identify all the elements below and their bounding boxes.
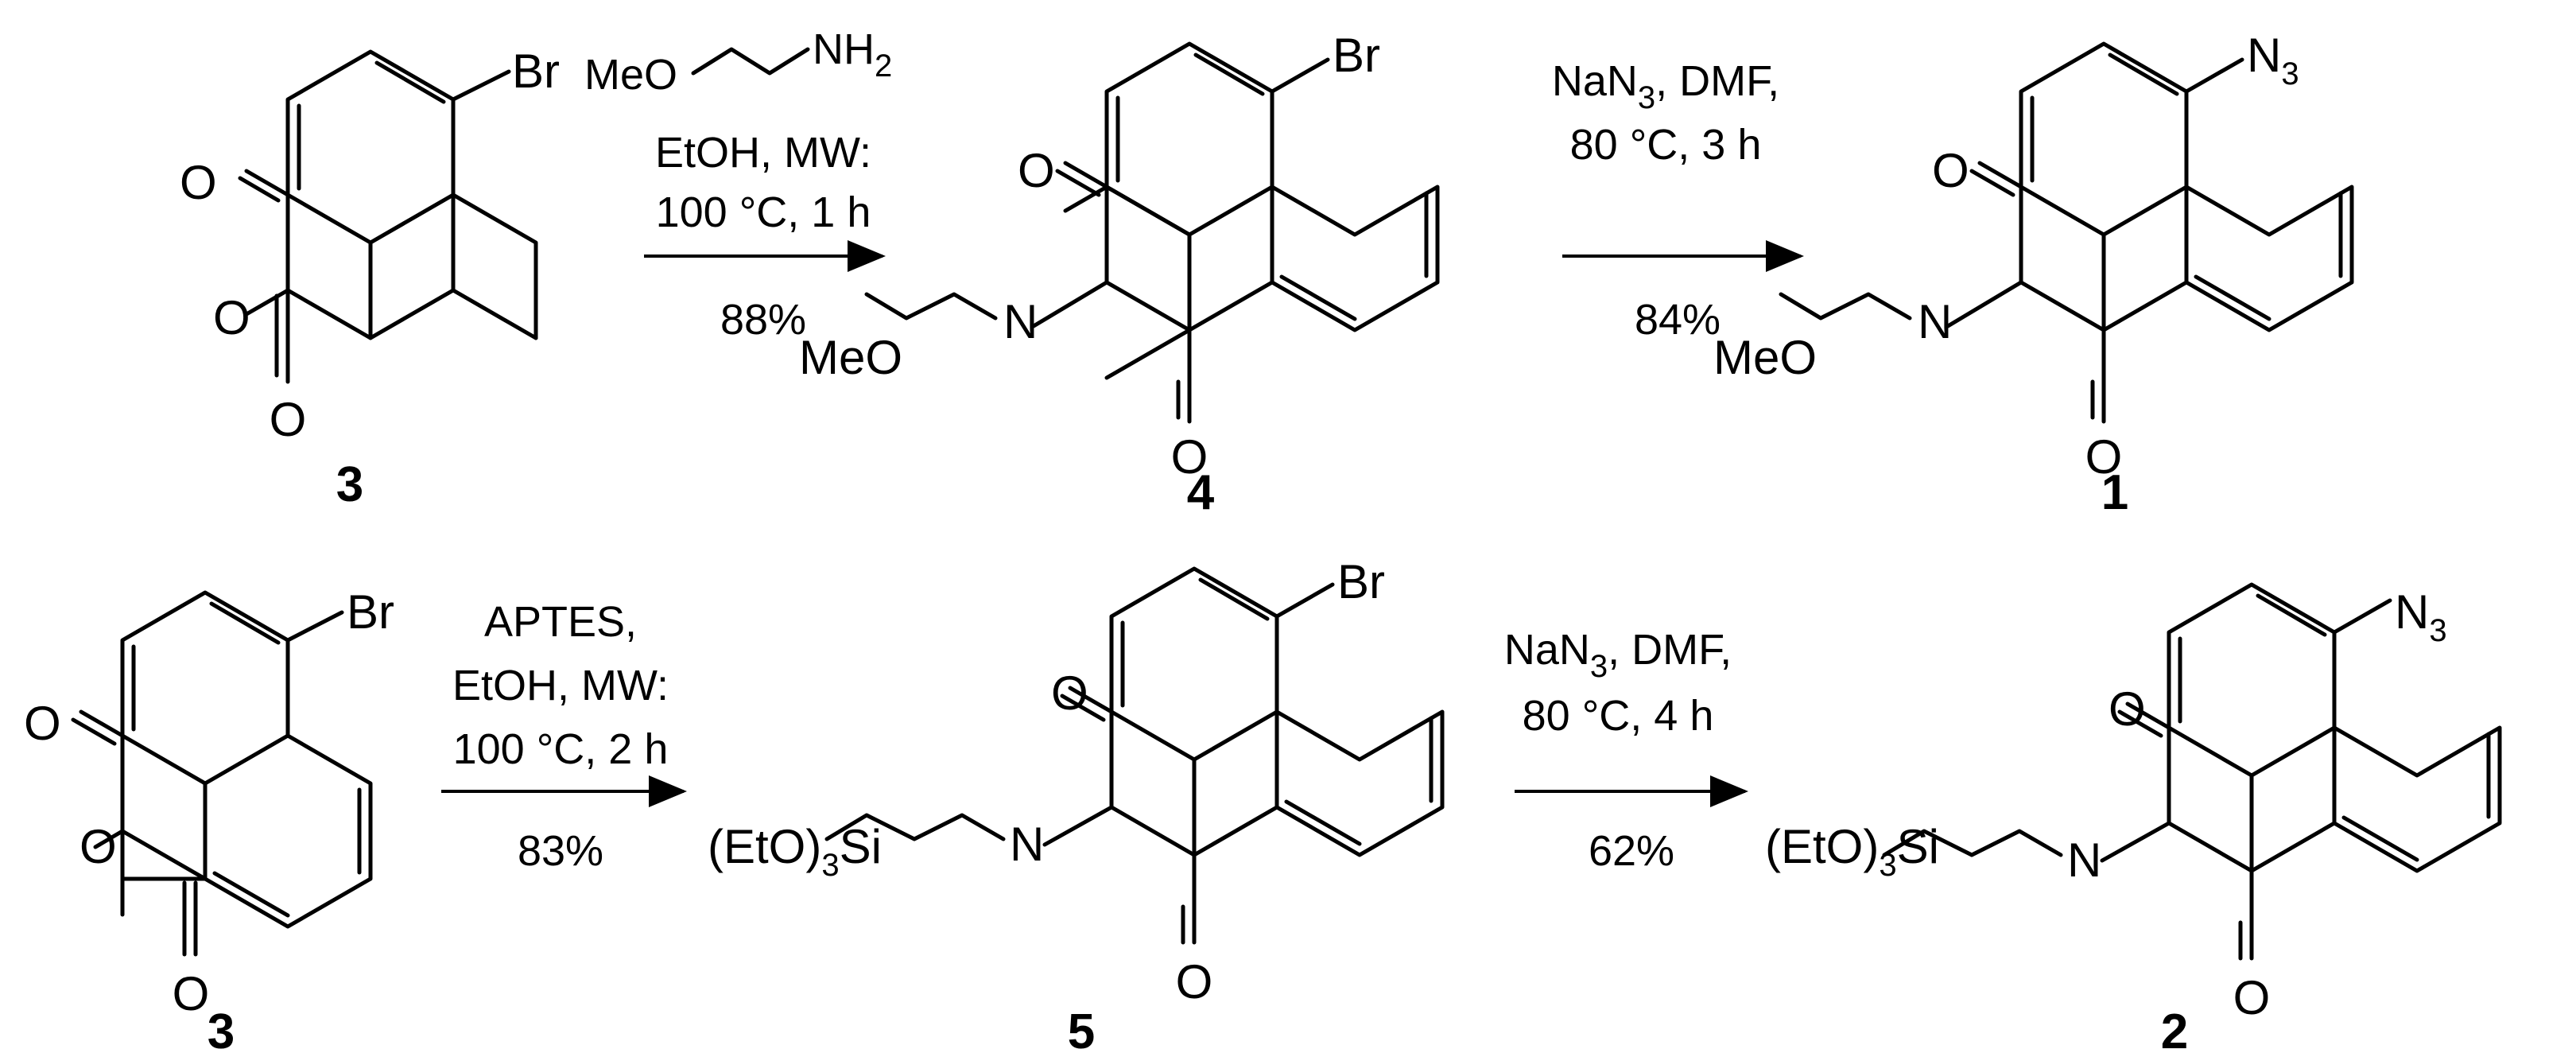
- condition-reagent: NaN3, DMF,: [1552, 57, 1779, 115]
- reaction-4: NaN3, DMF, 80 °C, 4 h 62%: [1504, 626, 1748, 875]
- reagent-amine: NH2: [813, 25, 892, 84]
- condition-reagent: NaN3, DMF,: [1504, 626, 1732, 684]
- compound-number: 3: [208, 1004, 235, 1053]
- yield-label: 88%: [720, 296, 806, 344]
- condition-temperature: 100 °C, 2 h: [453, 725, 669, 773]
- carbonyl-oxygen-bottom: O: [270, 393, 307, 446]
- compound-4: Br O N O MeO 4: [799, 29, 1440, 520]
- bromine-label: Br: [1333, 29, 1380, 82]
- condition-temperature: 80 °C, 4 h: [1523, 692, 1714, 740]
- ring-oxygen: O: [80, 820, 117, 873]
- methoxy-label: MeO: [799, 331, 902, 384]
- ring-oxygen: O: [213, 291, 250, 344]
- compound-3-top: Br O O O 3: [180, 45, 560, 512]
- imide-nitrogen: N: [1918, 295, 1952, 348]
- condition-temperature: 100 °C, 1 h: [656, 188, 871, 236]
- yield-label: 62%: [1589, 827, 1674, 875]
- compound-2: N3 O N O (EtO)3Si 2: [1765, 582, 2502, 1053]
- azide-label: N3: [2247, 29, 2299, 91]
- carbonyl-oxygen-top: O: [24, 697, 61, 750]
- condition-temperature: 80 °C, 3 h: [1570, 121, 1762, 169]
- carbonyl-oxygen-bottom: O: [1176, 955, 1213, 1008]
- reaction-2: NaN3, DMF, 80 °C, 3 h 84%: [1552, 57, 1804, 344]
- reagent-methoxy: MeO: [584, 51, 677, 99]
- condition-solvent: EtOH, MW:: [655, 129, 871, 177]
- compound-number: 1: [2101, 465, 2128, 520]
- triethoxysilyl-label: (EtO)3Si: [1765, 820, 1939, 883]
- condition-solvent: EtOH, MW:: [452, 662, 669, 709]
- carbonyl-oxygen-bottom: O: [2085, 430, 2123, 484]
- compound-number: 4: [1187, 465, 1215, 520]
- compound-5: Br O N O (EtO)3Si 5: [708, 555, 1445, 1053]
- carbonyl-oxygen-bottom: O: [1171, 430, 1208, 484]
- reaction-3: APTES, EtOH, MW: 100 °C, 2 h 83%: [441, 598, 687, 875]
- carbonyl-oxygen-top: O: [1051, 666, 1088, 720]
- bromine-label: Br: [512, 45, 560, 98]
- condition-reagent: APTES,: [484, 598, 637, 646]
- carbonyl-oxygen-top: O: [180, 156, 217, 209]
- yield-label: 83%: [518, 827, 603, 875]
- imide-nitrogen: N: [2067, 833, 2101, 887]
- bromine-label: Br: [1337, 555, 1385, 608]
- imide-nitrogen: N: [1003, 295, 1038, 348]
- carbonyl-oxygen-bottom: O: [173, 967, 210, 1020]
- imide-nitrogen: N: [1010, 818, 1044, 871]
- compound-number: 2: [2161, 1004, 2188, 1053]
- reaction-1: MeO NH2 EtOH, MW: 100 °C, 1 h 88%: [584, 25, 892, 344]
- methoxy-label: MeO: [1713, 331, 1817, 384]
- bromine-label: Br: [347, 585, 394, 639]
- compound-3-bottom: Br O O O 3: [24, 585, 394, 1053]
- azide-label: N3: [2395, 585, 2447, 648]
- compound-1: N3 O N O MeO 1: [1713, 29, 2354, 520]
- carbonyl-oxygen-bottom: O: [2233, 971, 2271, 1024]
- compound-number: 5: [1068, 1004, 1095, 1053]
- compound-number: 3: [336, 457, 363, 512]
- triethoxysilyl-label: (EtO)3Si: [708, 820, 882, 883]
- carbonyl-oxygen-top: O: [1018, 144, 1055, 197]
- yield-label: 84%: [1635, 296, 1721, 344]
- carbonyl-oxygen-top: O: [1932, 144, 1969, 197]
- carbonyl-oxygen-top: O: [2109, 682, 2146, 736]
